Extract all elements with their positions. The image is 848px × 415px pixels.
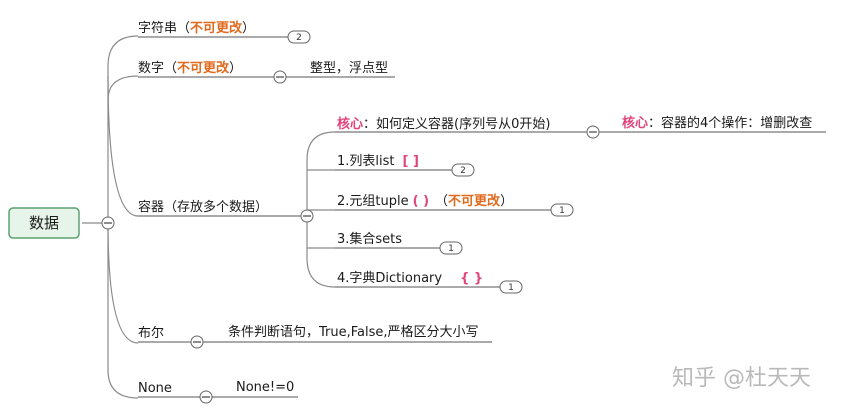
svg-text:2.元组tuple( )（不可更改）: 2.元组tuple ( ) （不可更改） xyxy=(337,193,513,209)
none-label: None xyxy=(138,381,172,396)
node-container-core[interactable]: 核心：如何定义容器(序列号从0开始) xyxy=(335,116,593,133)
container-collapse-button[interactable] xyxy=(300,209,314,223)
svg-text:字符串（不可更改）: 字符串（不可更改） xyxy=(138,20,255,36)
list-label: 1.列表list xyxy=(337,154,395,169)
core-text: ：如何定义容器(序列号从0开始) xyxy=(363,116,550,132)
tuple-open: （ xyxy=(435,194,448,209)
tuple-bracket: ( ) xyxy=(413,194,429,209)
bool-collapse-button[interactable] xyxy=(190,335,204,349)
bool-label: 布尔 xyxy=(138,326,164,341)
core-key: 核心 xyxy=(337,116,363,132)
svg-text:1.列表list[ ]: 1.列表list [ ] xyxy=(337,154,419,169)
branch-none[interactable]: None xyxy=(138,381,206,398)
list-expand-count[interactable]: 2 xyxy=(451,163,475,177)
svg-text:1: 1 xyxy=(559,206,565,216)
branch-string[interactable]: 字符串（不可更改） xyxy=(138,20,298,38)
tuple-expand-count[interactable]: 1 xyxy=(550,203,574,217)
dict-bracket: { } xyxy=(460,271,483,286)
svg-text:4.字典Dictionary{ }: 4.字典Dictionary { } xyxy=(337,271,483,286)
container-trunk xyxy=(306,131,336,288)
svg-text:核心：容器的4个操作：增删改查: 核心：容器的4个操作：增删改查 xyxy=(622,115,812,131)
string-suffix: ） xyxy=(242,21,255,36)
string-tag: 不可更改 xyxy=(190,20,243,36)
node-number-types[interactable]: 整型，浮点型 xyxy=(286,61,395,78)
dict-expand-count[interactable]: 1 xyxy=(499,280,523,294)
branch-number[interactable]: 数字（不可更改） xyxy=(138,60,280,78)
node-tuple[interactable]: 2.元组tuple ( ) （不可更改） xyxy=(335,193,561,211)
root-node[interactable]: 数据 xyxy=(8,207,80,239)
number-tag: 不可更改 xyxy=(177,60,230,76)
svg-text:2: 2 xyxy=(296,33,302,43)
sets-label: 3.集合sets xyxy=(337,231,402,247)
branch-bool[interactable]: 布尔 xyxy=(138,326,197,343)
svg-text:1: 1 xyxy=(448,244,454,254)
node-none-detail[interactable]: None!=0 xyxy=(212,380,298,398)
list-bracket: [ ] xyxy=(403,154,419,169)
root-collapse-button[interactable] xyxy=(101,216,115,230)
core-collapse-button[interactable] xyxy=(586,125,600,139)
node-sets[interactable]: 3.集合sets xyxy=(335,231,450,249)
svg-text:1: 1 xyxy=(508,283,514,293)
string-expand-count[interactable]: 2 xyxy=(287,30,311,44)
sets-expand-count[interactable]: 1 xyxy=(439,241,463,255)
main-trunk xyxy=(107,35,139,399)
number-suffix: ） xyxy=(229,61,242,76)
string-label: 字符串（ xyxy=(138,20,190,36)
none-collapse-button[interactable] xyxy=(199,390,213,404)
svg-text:核心：如何定义容器(序列号从0开始): 核心：如何定义容器(序列号从0开始) xyxy=(337,116,550,132)
node-container-operations[interactable]: 核心：容器的4个操作：增删改查 xyxy=(599,115,826,133)
number-collapse-button[interactable] xyxy=(273,70,287,84)
container-label: 容器（存放多个数据） xyxy=(138,199,268,215)
tuple-tag: 不可更改 xyxy=(448,193,501,209)
dict-label: 4.字典Dictionary xyxy=(337,271,442,286)
tuple-label: 2.元组tuple xyxy=(337,194,409,209)
root-label: 数据 xyxy=(29,214,59,232)
branch-container[interactable]: 容器（存放多个数据） xyxy=(138,199,307,217)
number-label: 数字（ xyxy=(138,61,177,76)
svg-text:2: 2 xyxy=(460,166,466,176)
operations-text: ：容器的4个操作：增删改查 xyxy=(648,115,812,131)
tuple-close: ） xyxy=(500,194,513,209)
node-bool-detail[interactable]: 条件判断语句，True,False,严格区分大小写 xyxy=(203,324,492,343)
node-dict[interactable]: 4.字典Dictionary { } xyxy=(335,271,511,288)
svg-text:数字（不可更改）: 数字（不可更改） xyxy=(138,60,242,76)
number-types-label: 整型，浮点型 xyxy=(310,61,388,76)
node-list[interactable]: 1.列表list [ ] xyxy=(335,154,462,171)
none-detail-label: None!=0 xyxy=(236,380,294,395)
bool-detail-label: 条件判断语句，True,False,严格区分大小写 xyxy=(228,324,479,340)
watermark: 知乎 @杜天天 xyxy=(672,366,811,391)
operations-key: 核心 xyxy=(622,115,648,131)
